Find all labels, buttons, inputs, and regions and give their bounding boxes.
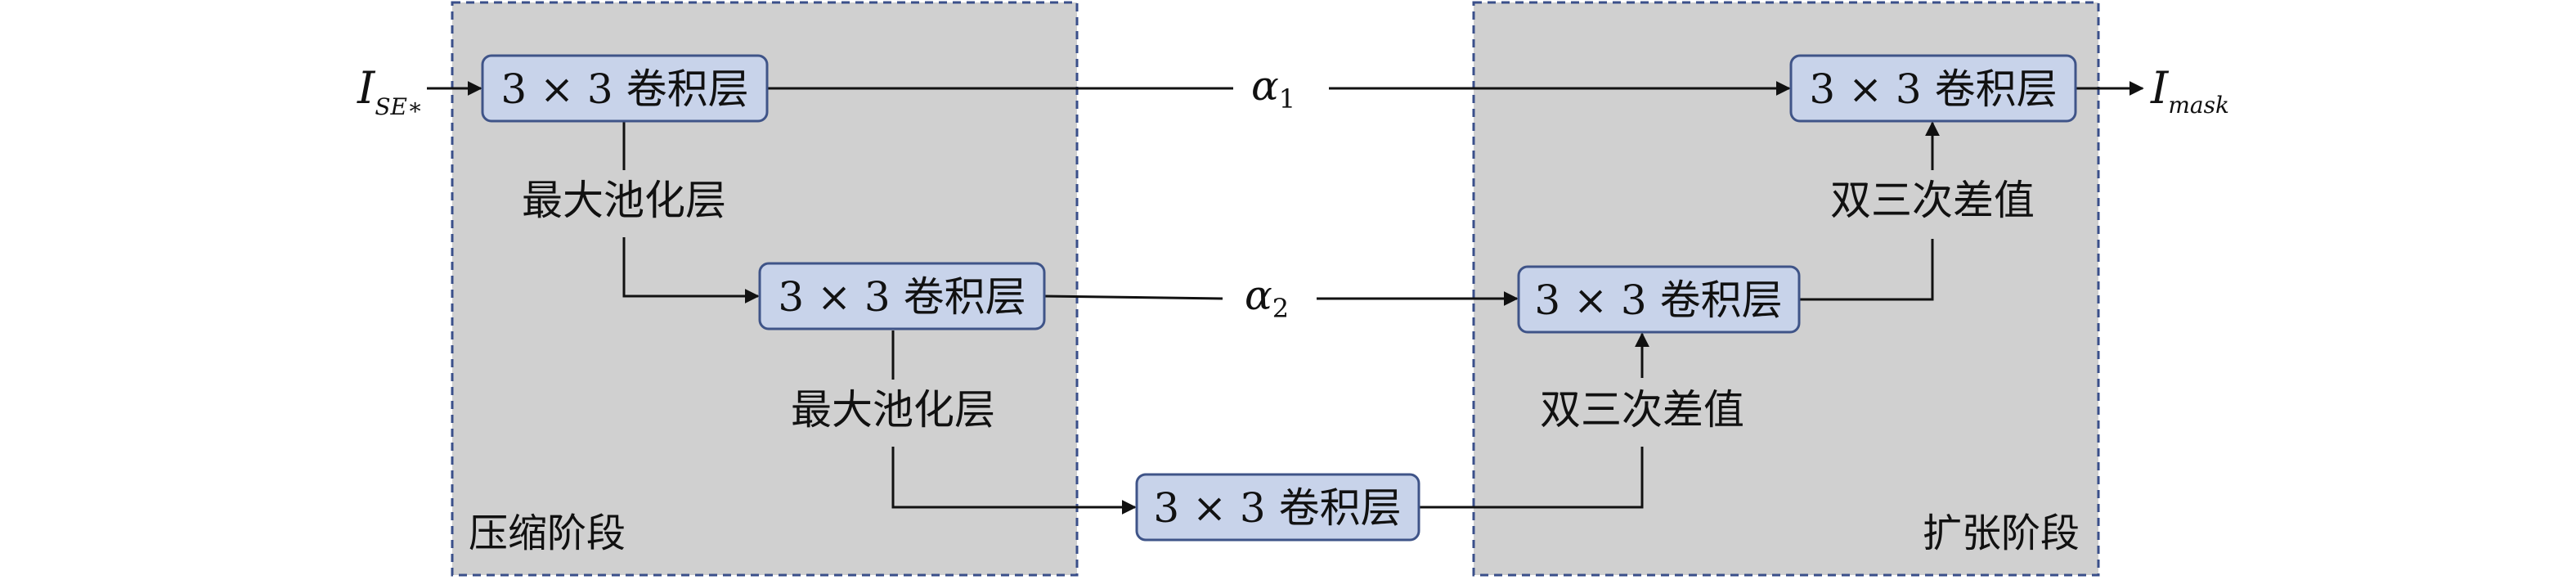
- conv-node-5-label: 3 × 3 卷积层: [1809, 65, 2057, 113]
- input-symbol: ISE∗: [357, 62, 423, 120]
- edge-conv4-up2: [1799, 239, 1934, 301]
- conv-node-3-label: 3 × 3 卷积层: [1153, 484, 1401, 532]
- conv-node-4-label: 3 × 3 卷积层: [1534, 277, 1782, 324]
- conv-node-1: 3 × 3 卷积层: [481, 54, 769, 123]
- upsample-label-2: 双三次差值: [1830, 177, 2035, 224]
- upsample-label-1: 双三次差值: [1540, 386, 1744, 434]
- edge-conv3-up1: [1419, 447, 1644, 509]
- conv-node-1-label: 3 × 3 卷积层: [500, 65, 748, 113]
- conv-node-4: 3 × 3 卷积层: [1517, 265, 1801, 334]
- conv-node-2-label: 3 × 3 卷积层: [778, 273, 1025, 321]
- alpha-2-label: α2: [1245, 272, 1289, 324]
- pool-label-2: 最大池化层: [791, 386, 995, 434]
- conv-node-3: 3 × 3 卷积层: [1135, 473, 1420, 542]
- expand-stage-label: 扩张阶段: [1923, 510, 2080, 556]
- edge-conv2-alpha2: [1043, 294, 1223, 300]
- compress-stage-label: 压缩阶段: [469, 510, 626, 556]
- alpha-1-label: α1: [1251, 62, 1295, 115]
- pool-label-1: 最大池化层: [522, 177, 726, 224]
- conv-node-2: 3 × 3 卷积层: [758, 262, 1046, 330]
- conv-node-5: 3 × 3 卷积层: [1789, 54, 2077, 123]
- edge-pool2-conv3: [891, 447, 1137, 515]
- output-symbol: Imask: [2150, 62, 2229, 119]
- edge-pool1-conv2: [622, 237, 760, 303]
- connections: [427, 81, 2144, 515]
